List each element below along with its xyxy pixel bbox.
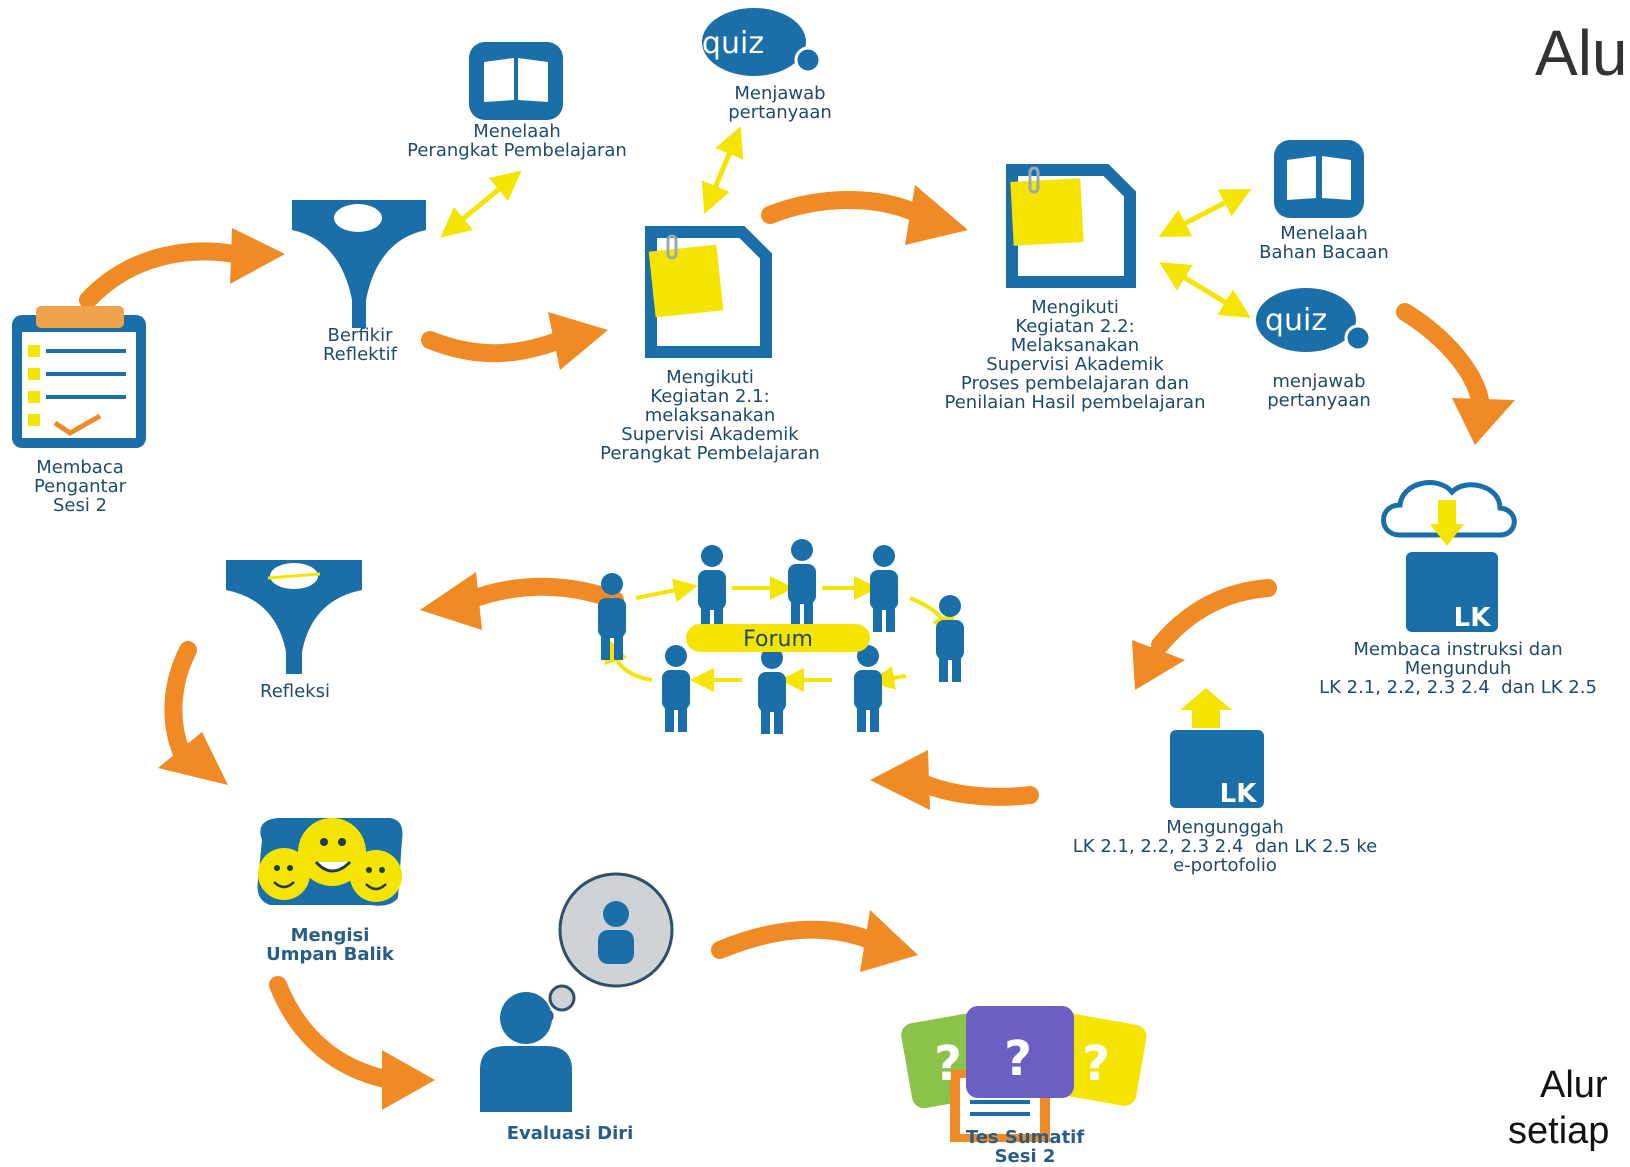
thinking-heads-icon [292, 200, 426, 328]
yellow-double-arrows [440, 126, 1252, 318]
step-tes-sumatif-label: Tes Sumatif Sesi 2 [965, 1127, 1085, 1167]
svg-text:LK: LK [1220, 779, 1258, 809]
forum-label-bar [686, 624, 870, 652]
svg-text:?: ? [1082, 1036, 1110, 1092]
step-menelaah-bahan-label: Menelaah Bahan Bacaan [1259, 223, 1389, 263]
step-refleksi-label: Refleksi [260, 681, 330, 702]
arrow-mengunggah-to-forum [870, 750, 1039, 810]
cloud-download-icon: LK [1381, 480, 1517, 633]
step-kegiatan-2-1-label: Mengikuti Kegiatan 2.1: melaksanakan Sup… [600, 367, 820, 464]
svg-text:?: ? [1004, 1031, 1032, 1087]
svg-text:LK: LK [1454, 603, 1492, 633]
step-berfikir-reflektif-label: Berfikir Reflektif [322, 325, 397, 365]
arrow-umpanbalik-to-evaluasi [269, 976, 435, 1110]
person-icon [936, 595, 964, 682]
arrow-kegiatan22-bahan [1158, 189, 1252, 237]
smiley-faces-icon [257, 818, 403, 906]
person-icon [758, 647, 786, 734]
step-evaluasi-diri-label: Evaluasi Diri [506, 1123, 634, 1144]
book-icon [1274, 140, 1364, 218]
step-menelaah-perangkat-label: Menelaah Perangkat Pembelajaran [407, 121, 627, 161]
person-icon [854, 645, 882, 732]
document-sticky-note-icon [1006, 164, 1136, 288]
arrow-kegiatan22-quiz [1159, 262, 1251, 318]
step-mengisi-umpan-balik-label: Mengisi Umpan Balik [266, 925, 394, 965]
step-mengunggah-label: Mengunggah LK 2.1, 2.2, 2.3 2.4 dan LK 2… [1072, 817, 1378, 876]
arrow-pengantar-to-berfikir [79, 228, 285, 309]
forum-people [598, 539, 964, 734]
person-icon [870, 545, 898, 632]
person-icon [788, 539, 816, 626]
step-menjawab-pertanyaan-label: Menjawab pertanyaan [728, 83, 832, 123]
document-sticky-note-icon [645, 226, 772, 358]
page-title: Alu [1535, 17, 1628, 89]
person-icon [662, 645, 690, 732]
arrow-kegiatan21-to-kegiatan22 [761, 185, 968, 245]
clipboard-icon [12, 306, 146, 448]
side-text-line-2: setiap [1508, 1110, 1610, 1152]
step-membaca-instruksi-label: Membaca instruksi dan Mengunduh LK 2.1, … [1319, 639, 1597, 698]
svg-text:quiz: quiz [702, 26, 764, 61]
arrow-forum-to-refleksi [420, 572, 624, 630]
forum-yellow-arrows [604, 576, 955, 692]
arrow-kegiatan22-to-instruksi [1396, 303, 1515, 445]
arrow-refleksi-to-umpanbalik [158, 641, 228, 785]
thinking-heads-icon [226, 560, 362, 674]
forum-group-icon: Forum [598, 539, 964, 734]
book-icon [469, 42, 563, 120]
person-icon [598, 573, 626, 660]
arrow-kegiatan21-quiz [701, 126, 744, 214]
arrow-evaluasi-to-tes [711, 910, 918, 972]
arrow-instruksi-to-mengunggah [1132, 579, 1277, 690]
forum-label: Forum [743, 627, 813, 652]
person-icon [698, 545, 726, 632]
step-membaca-pengantar-label: Membaca Pengantar Sesi 2 [33, 457, 127, 516]
step-kegiatan-2-2-label: Mengikuti Kegiatan 2.2: Melaksanakan Sup… [944, 297, 1206, 413]
upload-box-icon: LK [1170, 688, 1264, 809]
svg-text:quiz: quiz [1265, 303, 1327, 338]
step-menjawab-pertanyaan-2-label: menjawab pertanyaan [1267, 371, 1371, 411]
side-text-line-1: Alur [1540, 1064, 1608, 1106]
quiz-bubble-icon: quiz [702, 8, 822, 76]
arrow-berfikir-menelaah [440, 170, 522, 238]
svg-text:?: ? [934, 1036, 962, 1092]
flow-arrows [79, 185, 1515, 1110]
quiz-bubble-icon: quiz [1256, 288, 1372, 352]
question-cards-icon: ? ? ? [901, 1006, 1147, 1142]
arrow-berfikir-to-kegiatan21 [421, 312, 608, 370]
self-evaluation-icon [480, 872, 674, 1112]
